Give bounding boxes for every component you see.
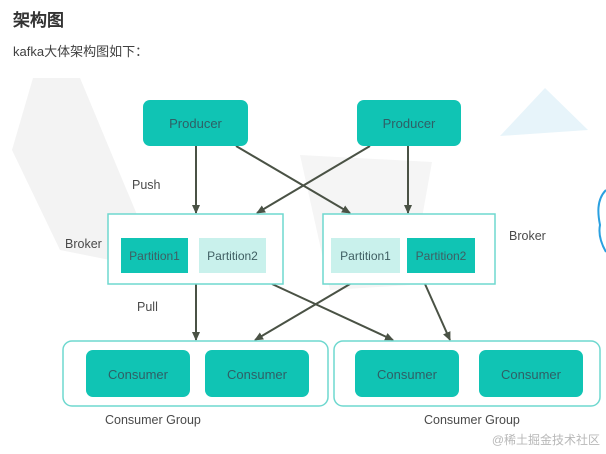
consumer-group-label: Consumer Group [105, 413, 201, 427]
consumer-label: Consumer [501, 367, 562, 382]
producer-label: Producer [383, 116, 436, 131]
arrow-producer2-broker1 [256, 145, 371, 214]
intro-text: kafka大体架构图如下： [13, 44, 149, 59]
consumer-node: Consumer [479, 350, 583, 397]
broker-label: Broker [65, 237, 102, 251]
partition-box: Partition2 [407, 238, 475, 273]
background-shape-right [500, 88, 588, 136]
partition-label: Partition1 [129, 249, 180, 263]
arrow-broker2-group1 [254, 283, 351, 341]
partition-label: Partition2 [416, 249, 467, 263]
arrow-broker1-group2 [271, 283, 394, 341]
producer-node: Producer [357, 100, 461, 146]
consumer-group: Consumer Consumer [62, 340, 329, 407]
consumer-label: Consumer [108, 367, 169, 382]
partition-label: Partition2 [207, 249, 258, 263]
push-label: Push [132, 178, 161, 192]
partition-box: Partition2 [199, 238, 266, 273]
arrow-broker2-group2 [424, 283, 451, 341]
consumer-group: Consumer Consumer [333, 340, 601, 407]
producer-node: Producer [143, 100, 248, 146]
background-curve-right [597, 189, 606, 253]
consumer-node: Consumer [205, 350, 309, 397]
consumer-node: Consumer [355, 350, 459, 397]
partition-box: Partition1 [121, 238, 188, 273]
watermark: @稀土掘金技术社区 [491, 433, 600, 447]
producer-label: Producer [169, 116, 222, 131]
consumer-label: Consumer [377, 367, 438, 382]
section-heading: 架构图 [13, 11, 64, 30]
consumer-node: Consumer [86, 350, 190, 397]
broker-node: Partition1 Partition2 [322, 213, 496, 285]
broker-label: Broker [509, 229, 546, 243]
partition-box: Partition1 [331, 238, 400, 273]
arrows [192, 145, 451, 341]
arrow-producer1-broker2 [235, 145, 351, 214]
pull-label: Pull [137, 300, 158, 314]
broker-node: Partition1 Partition2 [107, 213, 284, 285]
partition-label: Partition1 [340, 249, 391, 263]
consumer-label: Consumer [227, 367, 288, 382]
consumer-group-label: Consumer Group [424, 413, 520, 427]
